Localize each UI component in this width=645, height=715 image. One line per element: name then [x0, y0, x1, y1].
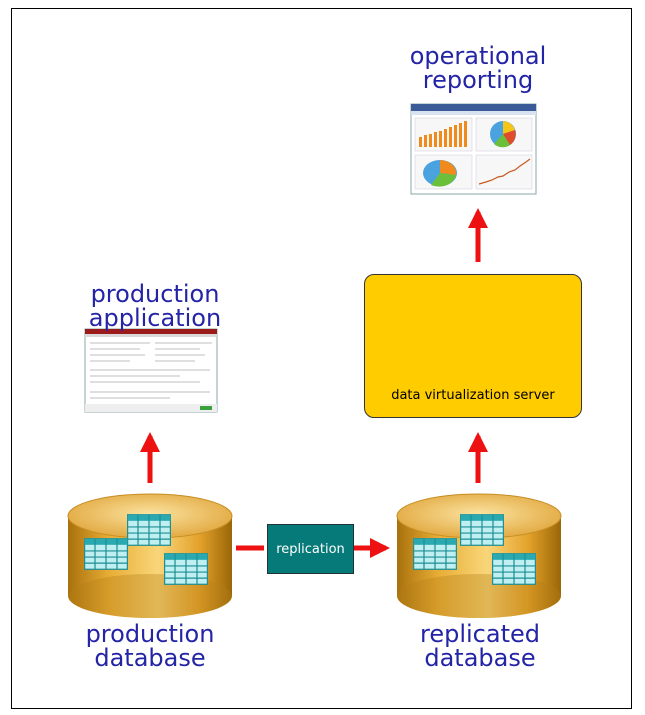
data-virtualization-server: data virtualization server [364, 274, 582, 418]
production-application-line1: production [90, 280, 220, 308]
replicated-database-line2: database [424, 644, 536, 672]
replicated-database-label: replicated database [400, 622, 560, 670]
replicated-database-line1: replicated [420, 620, 540, 648]
operational-reporting-line1: operational [409, 42, 547, 70]
production-database-line1: production [85, 620, 215, 648]
diagram-frame [11, 8, 632, 709]
data-virtualization-server-label: data virtualization server [391, 388, 555, 403]
production-database-line2: database [94, 644, 206, 672]
operational-reporting-line2: reporting [422, 66, 534, 94]
production-application-line2: application [88, 304, 222, 332]
production-application-screenshot [84, 328, 218, 413]
production-database-label: production database [70, 622, 230, 670]
reporting-dashboard-screenshot [410, 103, 537, 195]
replicated-database-cylinder [396, 493, 562, 618]
replication-box: replication [267, 524, 354, 574]
production-database-cylinder [67, 493, 233, 618]
operational-reporting-label: operational reporting [388, 44, 568, 92]
replication-label: replication [276, 541, 345, 557]
production-application-label: production application [70, 282, 240, 330]
